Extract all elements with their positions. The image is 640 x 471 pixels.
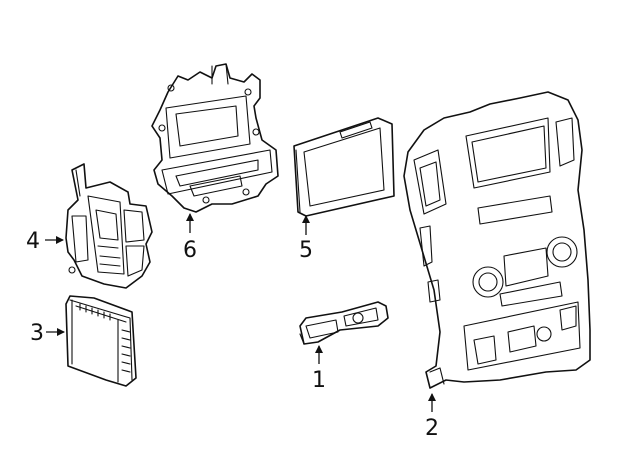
part-2-instrument-panel <box>403 91 591 389</box>
part-1-sensor <box>299 301 389 345</box>
callout-3: 3 <box>30 321 44 346</box>
callout-1: 1 <box>312 368 326 393</box>
part-3-control-module <box>65 295 137 387</box>
callout-2: 2 <box>425 416 439 441</box>
part-5-display <box>293 117 395 217</box>
part-6-bracket <box>151 63 279 213</box>
part-4-fuse-block <box>65 163 153 289</box>
callout-5: 5 <box>299 238 313 263</box>
callout-4: 4 <box>26 229 40 254</box>
callout-6: 6 <box>183 238 197 263</box>
